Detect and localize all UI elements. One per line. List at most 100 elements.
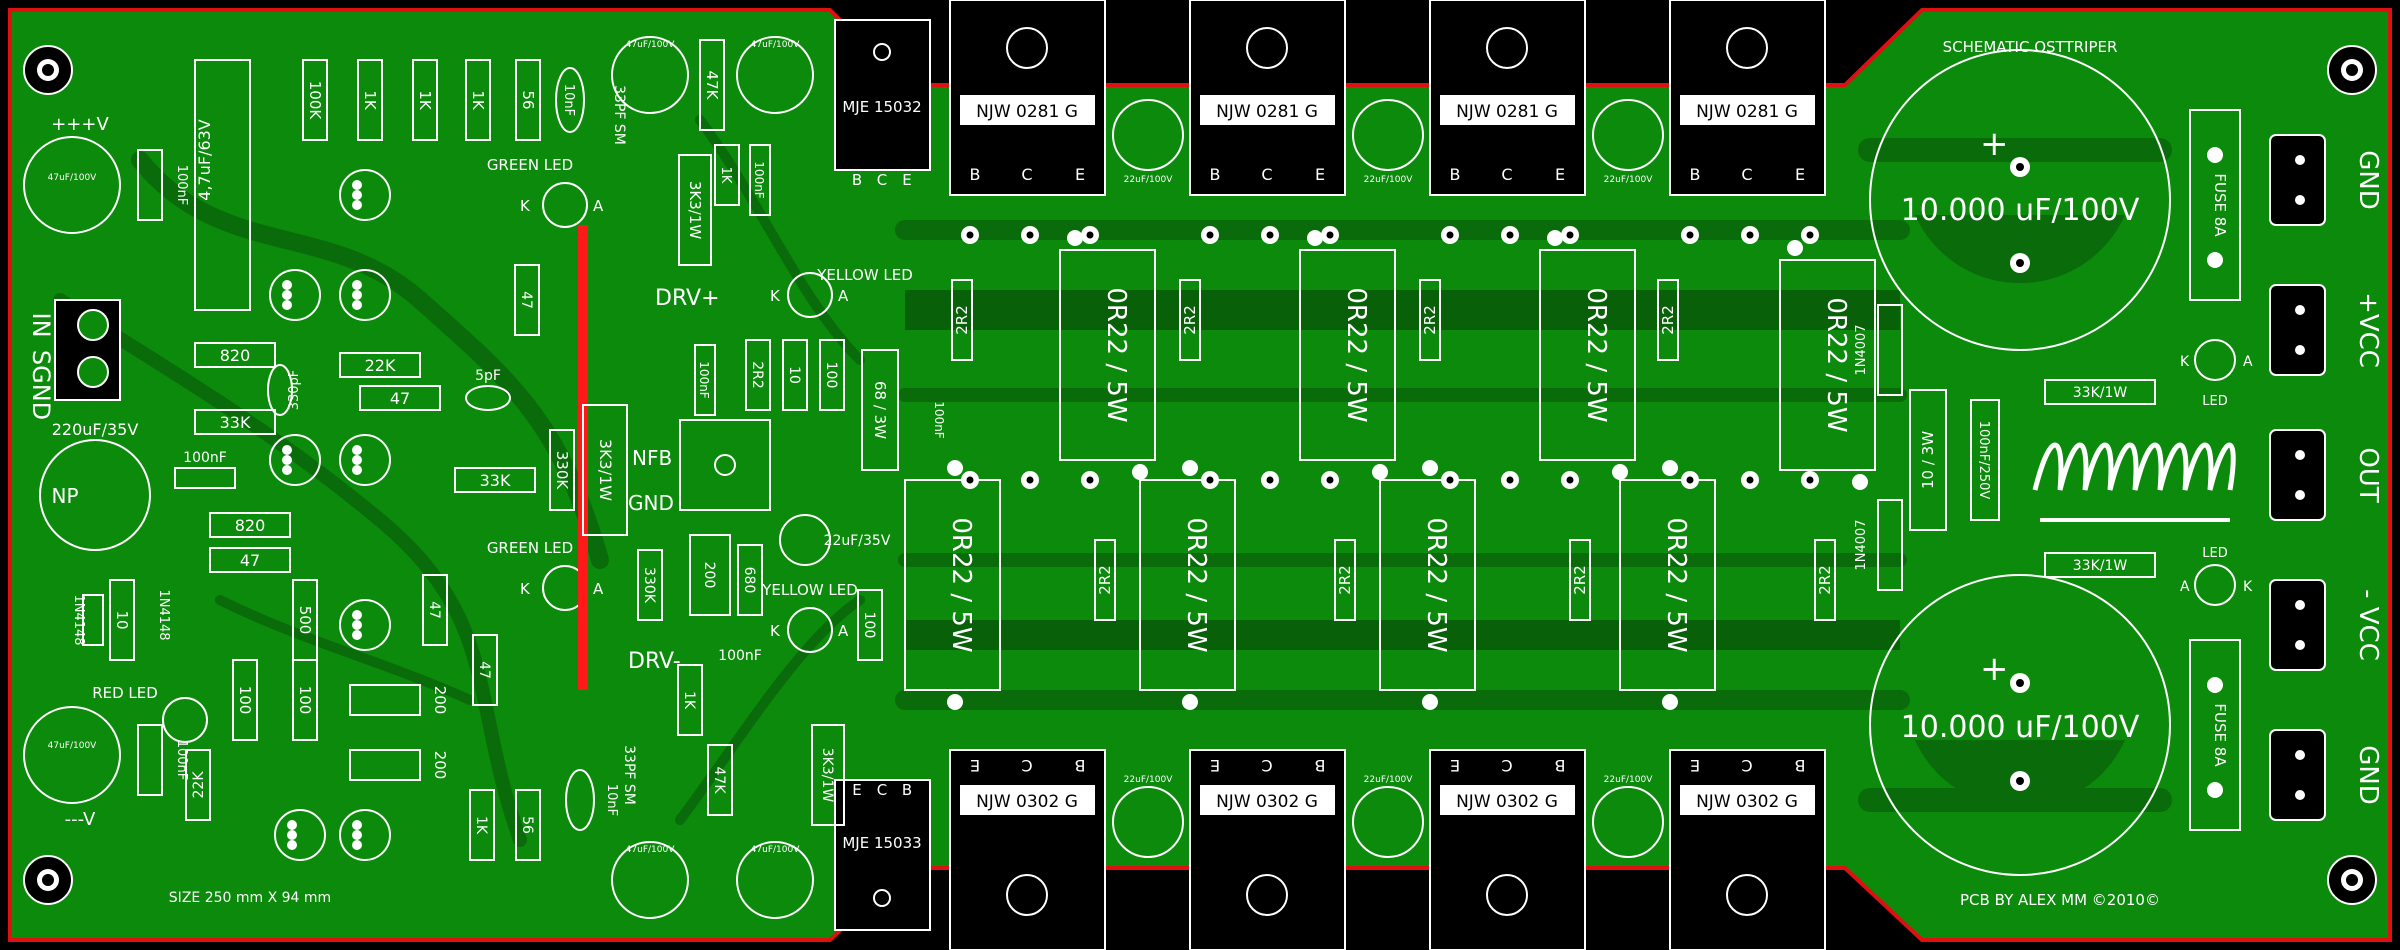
svg-text:1N4007: 1N4007 xyxy=(1854,324,1869,375)
svg-text:4,7uF/63V: 4,7uF/63V xyxy=(195,119,214,201)
svg-text:0R22 / 5W: 0R22 / 5W xyxy=(1821,297,1851,432)
svg-text:100: 100 xyxy=(236,686,254,715)
pad-hole xyxy=(1686,476,1694,484)
svg-text:C: C xyxy=(1501,165,1512,184)
svg-text:K: K xyxy=(2180,354,2190,370)
resistor-330k: 330K xyxy=(549,429,575,511)
red-led: RED LED xyxy=(92,684,208,743)
cap-22uf: 22uF/100V xyxy=(1352,99,1424,185)
diode-1n4007: 1N4007 xyxy=(1854,304,1903,396)
resistor-0r22: 0R22 / 5W xyxy=(1379,460,1476,710)
svg-text:GND: GND xyxy=(2353,150,2383,210)
svg-text:C: C xyxy=(877,171,887,189)
svg-text:220uF/35V: 220uF/35V xyxy=(52,420,139,439)
svg-text:SGND: SGND xyxy=(27,350,55,420)
svg-text:10.000 uF/100V: 10.000 uF/100V xyxy=(1901,193,2140,228)
svg-text:B: B xyxy=(1690,165,1701,184)
svg-text:B: B xyxy=(1210,165,1221,184)
cap-22uf: 22uF/100V xyxy=(1112,99,1184,185)
svg-text:56: 56 xyxy=(519,816,535,834)
resistor-200-drv: 200 xyxy=(689,534,731,616)
svg-text:33K: 33K xyxy=(220,413,251,432)
svg-text:47uF/100V: 47uF/100V xyxy=(48,173,98,183)
pad-hole xyxy=(1266,476,1274,484)
transistor-label: NJW 0302 G xyxy=(1696,792,1798,812)
cap-22uf: 22uF/100V xyxy=(1352,775,1424,858)
resistor-100-drv: 100 xyxy=(819,339,845,411)
svg-text:22uF/100V: 22uF/100V xyxy=(1124,175,1174,185)
pad-hole xyxy=(1026,231,1034,239)
svg-text:A: A xyxy=(593,197,604,215)
pad-hole xyxy=(1326,231,1334,239)
svg-text:E: E xyxy=(1075,165,1085,184)
svg-text:K: K xyxy=(520,197,531,215)
transistor-njw0302-4: NJW 0302 G E C B xyxy=(1669,749,1826,950)
pad-hole xyxy=(1506,231,1514,239)
svg-text:NP: NP xyxy=(51,484,78,508)
resistor-200-a: 200 xyxy=(349,684,449,716)
label-gnd: GND xyxy=(628,491,674,515)
svg-text:200: 200 xyxy=(431,751,449,780)
pad-hole xyxy=(1446,231,1454,239)
resistor-47-mid: 47 xyxy=(422,574,448,646)
svg-text:22uF/100V: 22uF/100V xyxy=(1364,175,1414,185)
svg-text:C: C xyxy=(877,781,887,799)
svg-text:K: K xyxy=(770,287,781,305)
transistor-njw0281-1: NJW 0281 G B C E xyxy=(949,0,1106,196)
resistor-10-3w: 10 / 3W xyxy=(1909,389,1947,531)
resistor-100-left: 100 xyxy=(232,659,258,741)
svg-text:B: B xyxy=(902,781,912,799)
svg-text:200: 200 xyxy=(701,562,717,589)
svg-text:---V: ---V xyxy=(65,809,96,830)
pad-hole xyxy=(1806,231,1814,239)
svg-text:22uF/100V: 22uF/100V xyxy=(1604,175,1654,185)
svg-text:330pF: 330pF xyxy=(287,370,302,411)
cap-4u7-63v: 4,7uF/63V xyxy=(194,59,251,311)
transistor-njw0281-4: NJW 0281 G B C E xyxy=(1669,0,1826,196)
pad-hole xyxy=(1806,476,1814,484)
svg-text:10nF: 10nF xyxy=(604,784,619,816)
transistor-label: NJW 0281 G xyxy=(1696,102,1798,122)
svg-text:E: E xyxy=(1555,165,1565,184)
resistor-330k-b: 330K xyxy=(637,549,663,621)
driver-block: 2R2 10 100 68 / 3W 100nF 100nF 330K 200 … xyxy=(637,339,946,826)
svg-text:100nF: 100nF xyxy=(718,648,762,664)
svg-text:1K: 1K xyxy=(473,816,489,835)
label-drv-minus: DRV- xyxy=(628,649,681,674)
svg-text:10 / 3W: 10 / 3W xyxy=(1919,431,1937,489)
resistor-1k: 1K xyxy=(465,59,491,141)
resistor-47-mid-b: 47 xyxy=(472,634,498,706)
cap-10nf-bottom: 10nF xyxy=(565,769,619,831)
svg-text:200: 200 xyxy=(431,686,449,715)
pad-hole xyxy=(1746,231,1754,239)
resistor-47k-drv: 47K xyxy=(707,744,733,816)
emitter-resistors-bottom: 0R22 / 5W 0R22 / 5W 0R22 / 5W 0R22 / 5W xyxy=(904,460,1716,710)
svg-text:3K3/1W: 3K3/1W xyxy=(596,439,615,501)
svg-text:47: 47 xyxy=(240,551,260,570)
svg-text:33K/1W: 33K/1W xyxy=(2073,558,2128,574)
cap-100nf-left: 100nF xyxy=(174,450,236,489)
resistor-33k: 33K xyxy=(454,467,536,493)
small-diodes: 1N4148 1N4148 xyxy=(71,589,171,646)
svg-text:C: C xyxy=(1021,756,1032,775)
svg-text:0R22 / 5W: 0R22 / 5W xyxy=(1101,287,1131,422)
transistor-njw0281-3: NJW 0281 G B C E xyxy=(1429,0,1586,196)
resistor-1k: 1K xyxy=(412,59,438,141)
cap-100nf-drv: 100nF xyxy=(694,344,716,416)
small-caps-top: 47uF/100V 47uF/100V 47uF/100V 47uF/100V xyxy=(611,36,814,919)
svg-text:47uF/100V: 47uF/100V xyxy=(751,845,801,855)
resistor-2r2: 2R2 xyxy=(1419,279,1441,361)
svg-text:47: 47 xyxy=(476,661,492,679)
svg-text:0R22 / 5W: 0R22 / 5W xyxy=(1181,517,1211,652)
pad-hole xyxy=(1686,231,1694,239)
svg-text:IN: IN xyxy=(27,312,55,337)
transistor-njw0302-1: NJW 0302 G E C B xyxy=(949,749,1106,950)
svg-text:- VCC: - VCC xyxy=(2353,589,2383,661)
pad-hole xyxy=(966,231,974,239)
svg-text:0R22 / 5W: 0R22 / 5W xyxy=(946,517,976,652)
resistor-10-drv: 10 xyxy=(782,339,808,411)
pad-hole xyxy=(1266,231,1274,239)
resistor-100-drv-b: 100 xyxy=(857,589,883,661)
